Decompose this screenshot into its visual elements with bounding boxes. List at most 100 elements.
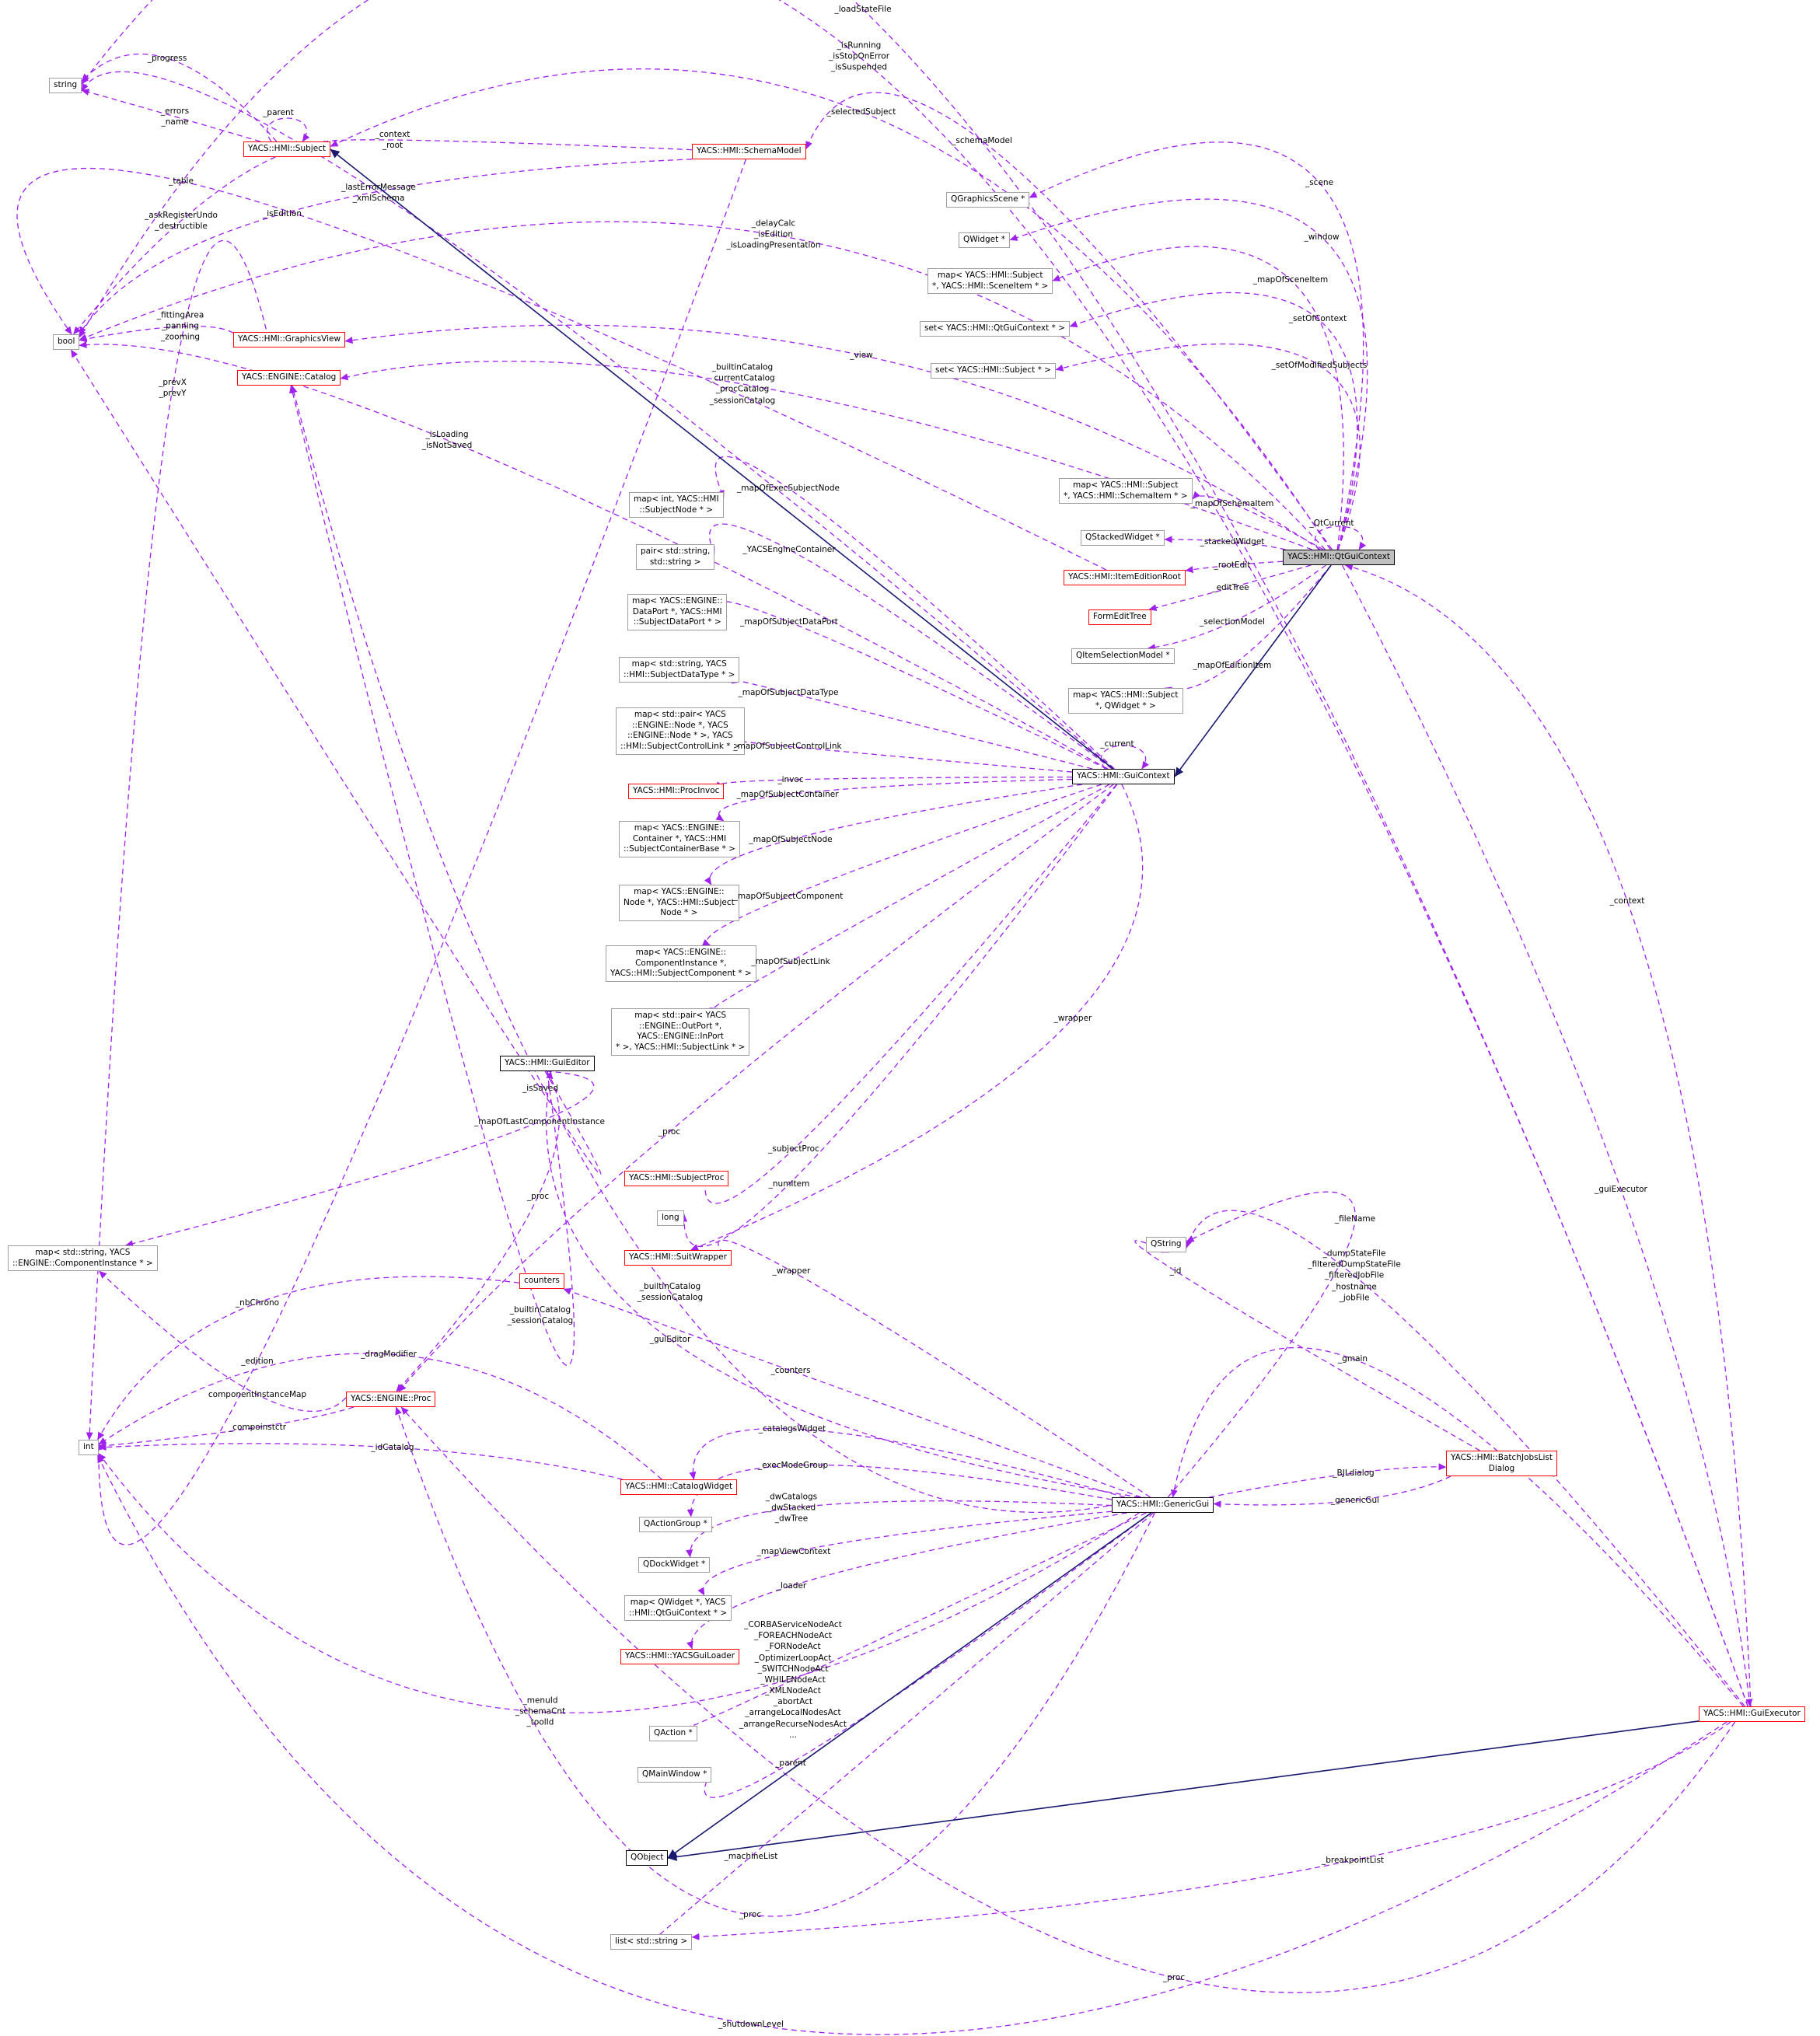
member-edge xyxy=(704,1512,1152,1798)
edge-label: _current xyxy=(1100,739,1134,749)
edge-label: _dumpStateFile _filteredDumpStateFile _f… xyxy=(1308,1248,1401,1303)
class-box-qitemselectionmodel[interactable]: QItemSelectionModel * xyxy=(1071,648,1175,664)
class-box-catalog[interactable]: YACS::ENGINE::Catalog xyxy=(237,370,341,386)
member-edge xyxy=(79,325,234,343)
class-box-map_editionitem[interactable]: map< YACS::HMI::Subject *, QWidget * > xyxy=(1068,688,1183,714)
class-box-qmainwindow[interactable]: QMainWindow * xyxy=(638,1767,712,1783)
edge-label: _parent xyxy=(263,107,294,117)
class-box-long_box[interactable]: long xyxy=(657,1210,684,1226)
edge-label: _lastErrorMessage _xmlSchema xyxy=(341,182,416,203)
member-edge xyxy=(398,784,1114,1392)
class-box-guieditor[interactable]: YACS::HMI::GuiEditor xyxy=(500,1056,595,1071)
member-edge xyxy=(97,1276,520,1441)
member-edge xyxy=(98,1443,623,1480)
class-box-map_stringcomp[interactable]: map< std::string, YACS ::ENGINE::Compone… xyxy=(8,1245,158,1272)
class-box-map_int_subjectnode[interactable]: map< int, YACS::HMI ::SubjectNode * > xyxy=(629,492,724,519)
class-box-map_dataport[interactable]: map< YACS::ENGINE:: DataPort *, YACS::HM… xyxy=(627,594,728,630)
inheritance-edge xyxy=(667,1720,1699,1861)
class-box-map_compinst[interactable]: map< YACS::ENGINE:: ComponentInstance *,… xyxy=(606,945,756,982)
edge-label: _machineList xyxy=(724,1851,778,1861)
edge-label: _gmain xyxy=(1337,1353,1368,1364)
edge-label: _loader xyxy=(776,1580,807,1591)
member-edge xyxy=(714,456,1115,770)
class-box-guicontext[interactable]: YACS::HMI::GuiContext xyxy=(1072,769,1175,784)
edge-label: _proc xyxy=(526,1191,550,1201)
class-box-procinvoc[interactable]: YACS::HMI::ProcInvoc xyxy=(628,784,725,799)
class-box-pair_string[interactable]: pair< std::string, std::string > xyxy=(636,544,715,571)
class-box-qstring[interactable]: QString xyxy=(1146,1237,1186,1252)
class-box-qdockwidget[interactable]: QDockWidget * xyxy=(638,1557,711,1573)
class-box-string[interactable]: string xyxy=(49,78,82,93)
member-edge xyxy=(1167,1191,1356,1498)
class-box-genericgui[interactable]: YACS::HMI::GenericGui xyxy=(1112,1497,1214,1513)
class-box-counters[interactable]: counters xyxy=(519,1273,564,1289)
class-box-catalogwidget[interactable]: YACS::HMI::CatalogWidget xyxy=(620,1479,738,1495)
member-edge xyxy=(95,159,747,1545)
class-box-itemeditionroot[interactable]: YACS::HMI::ItemEditionRoot xyxy=(1064,570,1186,585)
class-box-map_datatype[interactable]: map< std::string, YACS ::HMI::SubjectDat… xyxy=(619,657,740,683)
member-edge xyxy=(1185,1210,1745,1707)
member-edge xyxy=(81,71,1114,770)
class-box-qtguicontext[interactable]: YACS::HMI::QtGuiContext xyxy=(1283,550,1396,565)
class-box-suitwrapper[interactable]: YACS::HMI::SuitWrapper xyxy=(624,1250,732,1266)
edge-label: _genericGui xyxy=(1330,1495,1380,1505)
class-box-formedittree[interactable]: FormEditTree xyxy=(1088,609,1151,625)
class-box-guiexecutor[interactable]: YACS::HMI::GuiExecutor xyxy=(1699,1706,1805,1722)
member-edge xyxy=(81,89,260,142)
class-box-map_schemaitem[interactable]: map< YACS::HMI::Subject *, YACS::HMI::Sc… xyxy=(1059,478,1193,505)
edge-label: _builtinCatalog _sessionCatalog xyxy=(507,1304,574,1325)
class-box-map_sceneitem[interactable]: map< YACS::HMI::Subject *, YACS::HMI::Sc… xyxy=(927,268,1053,295)
edge-label: _progress xyxy=(147,53,187,63)
member-edge xyxy=(686,1500,1113,1558)
class-box-set_subject[interactable]: set< YACS::HMI::Subject * > xyxy=(931,363,1056,379)
class-box-qactiongroup[interactable]: QActionGroup * xyxy=(639,1517,712,1532)
member-edge xyxy=(79,159,693,335)
member-edge xyxy=(1134,1240,1480,1451)
member-edge xyxy=(98,1453,1140,1713)
class-box-qwidget[interactable]: QWidget * xyxy=(959,232,1010,248)
edge-label: _isSaved xyxy=(522,1083,559,1093)
member-edge xyxy=(1213,1475,1451,1508)
member-edge xyxy=(396,1070,561,1392)
edge-label: componentInstanceMap xyxy=(208,1389,307,1399)
member-edge xyxy=(98,1406,355,1450)
edge-label: _askRegisterUndo _destructible xyxy=(145,210,218,231)
class-box-graphicsview[interactable]: YACS::HMI::GraphicsView xyxy=(233,332,346,347)
member-edge xyxy=(715,778,1073,822)
class-box-subject[interactable]: YACS::HMI::Subject xyxy=(243,141,331,157)
member-edge xyxy=(98,1353,662,1480)
edge-label: _mapOfExecSubjectNode xyxy=(737,483,840,493)
class-box-int_box[interactable]: int xyxy=(79,1440,99,1455)
class-box-proc[interactable]: YACS::ENGINE::Proc xyxy=(346,1392,436,1407)
class-box-set_qtguicontext[interactable]: set< YACS::HMI::QtGuiContext * > xyxy=(920,321,1070,337)
class-box-schemamodel[interactable]: YACS::HMI::SchemaModel xyxy=(692,144,806,159)
class-box-map_controllink[interactable]: map< std::pair< YACS ::ENGINE::Node *, Y… xyxy=(616,707,745,755)
edge-label: _wrapper xyxy=(772,1266,811,1276)
member-edge xyxy=(1185,561,1284,574)
class-box-bjldialog[interactable]: YACS::HMI::BatchJobsList Dialog xyxy=(1446,1451,1557,1477)
class-box-bool[interactable]: bool xyxy=(53,334,80,350)
edge-label: _context _root xyxy=(375,129,410,150)
inheritance-edge xyxy=(1174,564,1332,777)
class-box-subjectproc[interactable]: YACS::HMI::SubjectProc xyxy=(624,1171,729,1186)
class-box-yacsguiloader[interactable]: YACS::HMI::YACSGuiLoader xyxy=(620,1649,740,1664)
class-box-map_container[interactable]: map< YACS::ENGINE:: Container *, YACS::H… xyxy=(619,821,740,857)
member-edge xyxy=(697,1510,1113,1596)
class-box-map_node[interactable]: map< YACS::ENGINE:: Node *, YACS::HMI::S… xyxy=(619,885,739,921)
class-box-qstackedwidget[interactable]: QStackedWidget * xyxy=(1081,530,1165,546)
class-box-qaction[interactable]: QAction * xyxy=(649,1726,697,1741)
edge-label: _nbChrono xyxy=(235,1297,280,1308)
class-box-qobject[interactable]: QObject xyxy=(626,1850,669,1866)
edge-label: _mapOfSubjectDataPort xyxy=(740,616,838,627)
edge-label: _setOfModifiedSubjects xyxy=(1271,360,1368,370)
class-box-map_link[interactable]: map< std::pair< YACS ::ENGINE::OutPort *… xyxy=(611,1008,750,1056)
edge-label: _builtinCatalog _sessionCatalog xyxy=(637,1281,704,1302)
edge-label: _mapOfSubjectDataType xyxy=(738,687,839,697)
class-box-qgraphicsscene[interactable]: QGraphicsScene * xyxy=(946,192,1030,208)
edge-label: _schemaModel xyxy=(952,135,1012,145)
class-box-map_qwidget_ctx[interactable]: map< QWidget *, YACS ::HMI::QtGuiContext… xyxy=(624,1595,732,1622)
class-box-list_string[interactable]: list< std::string > xyxy=(610,1934,693,1950)
edge-label: _mapViewContext xyxy=(756,1546,831,1556)
edge-label: _counters xyxy=(770,1365,811,1375)
